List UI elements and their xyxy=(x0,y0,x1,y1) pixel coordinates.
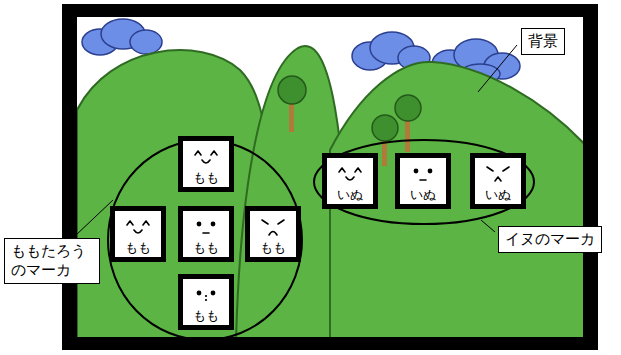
marker-card: もも xyxy=(178,136,234,192)
face-drawing xyxy=(250,213,296,243)
callout-label: 背景 xyxy=(528,32,558,51)
marker-label: もも xyxy=(115,241,161,254)
picture-frame xyxy=(62,4,598,350)
callout-box: イヌのマーカ xyxy=(498,226,602,253)
marker-label: もも xyxy=(250,241,296,254)
face-drawing xyxy=(183,281,229,311)
leader-line xyxy=(75,200,113,236)
callout-box: ももたろう のマーカ xyxy=(4,238,100,284)
marker-card: もも xyxy=(110,206,166,262)
marker-label: もも xyxy=(183,171,229,184)
leader-line xyxy=(478,45,517,92)
marker-card: もも xyxy=(245,206,301,262)
callout-label: イヌのマーカ xyxy=(505,230,595,249)
callout-box: 背景 xyxy=(521,28,565,55)
face-drawing xyxy=(475,160,521,190)
marker-label: もも xyxy=(183,241,229,254)
marker-label: いぬ xyxy=(327,188,373,201)
marker-label: いぬ xyxy=(400,188,446,201)
tree xyxy=(278,76,306,132)
marker-card: もも xyxy=(178,206,234,262)
marker-card: いぬ xyxy=(470,153,526,209)
face-drawing xyxy=(400,160,446,190)
tree xyxy=(395,95,421,152)
face-drawing xyxy=(183,143,229,173)
marker-card: いぬ xyxy=(395,153,451,209)
leader-line xyxy=(481,220,495,232)
group-ellipse xyxy=(314,140,534,224)
callout-label: ももたろう のマーカ xyxy=(11,242,93,280)
face-drawing xyxy=(183,213,229,243)
marker-card: いぬ xyxy=(322,153,378,209)
marker-label: もも xyxy=(183,309,229,322)
face-drawing xyxy=(327,160,373,190)
marker-label: いぬ xyxy=(475,188,521,201)
face-drawing xyxy=(115,213,161,243)
cloud xyxy=(82,19,162,55)
marker-card: もも xyxy=(178,274,234,330)
